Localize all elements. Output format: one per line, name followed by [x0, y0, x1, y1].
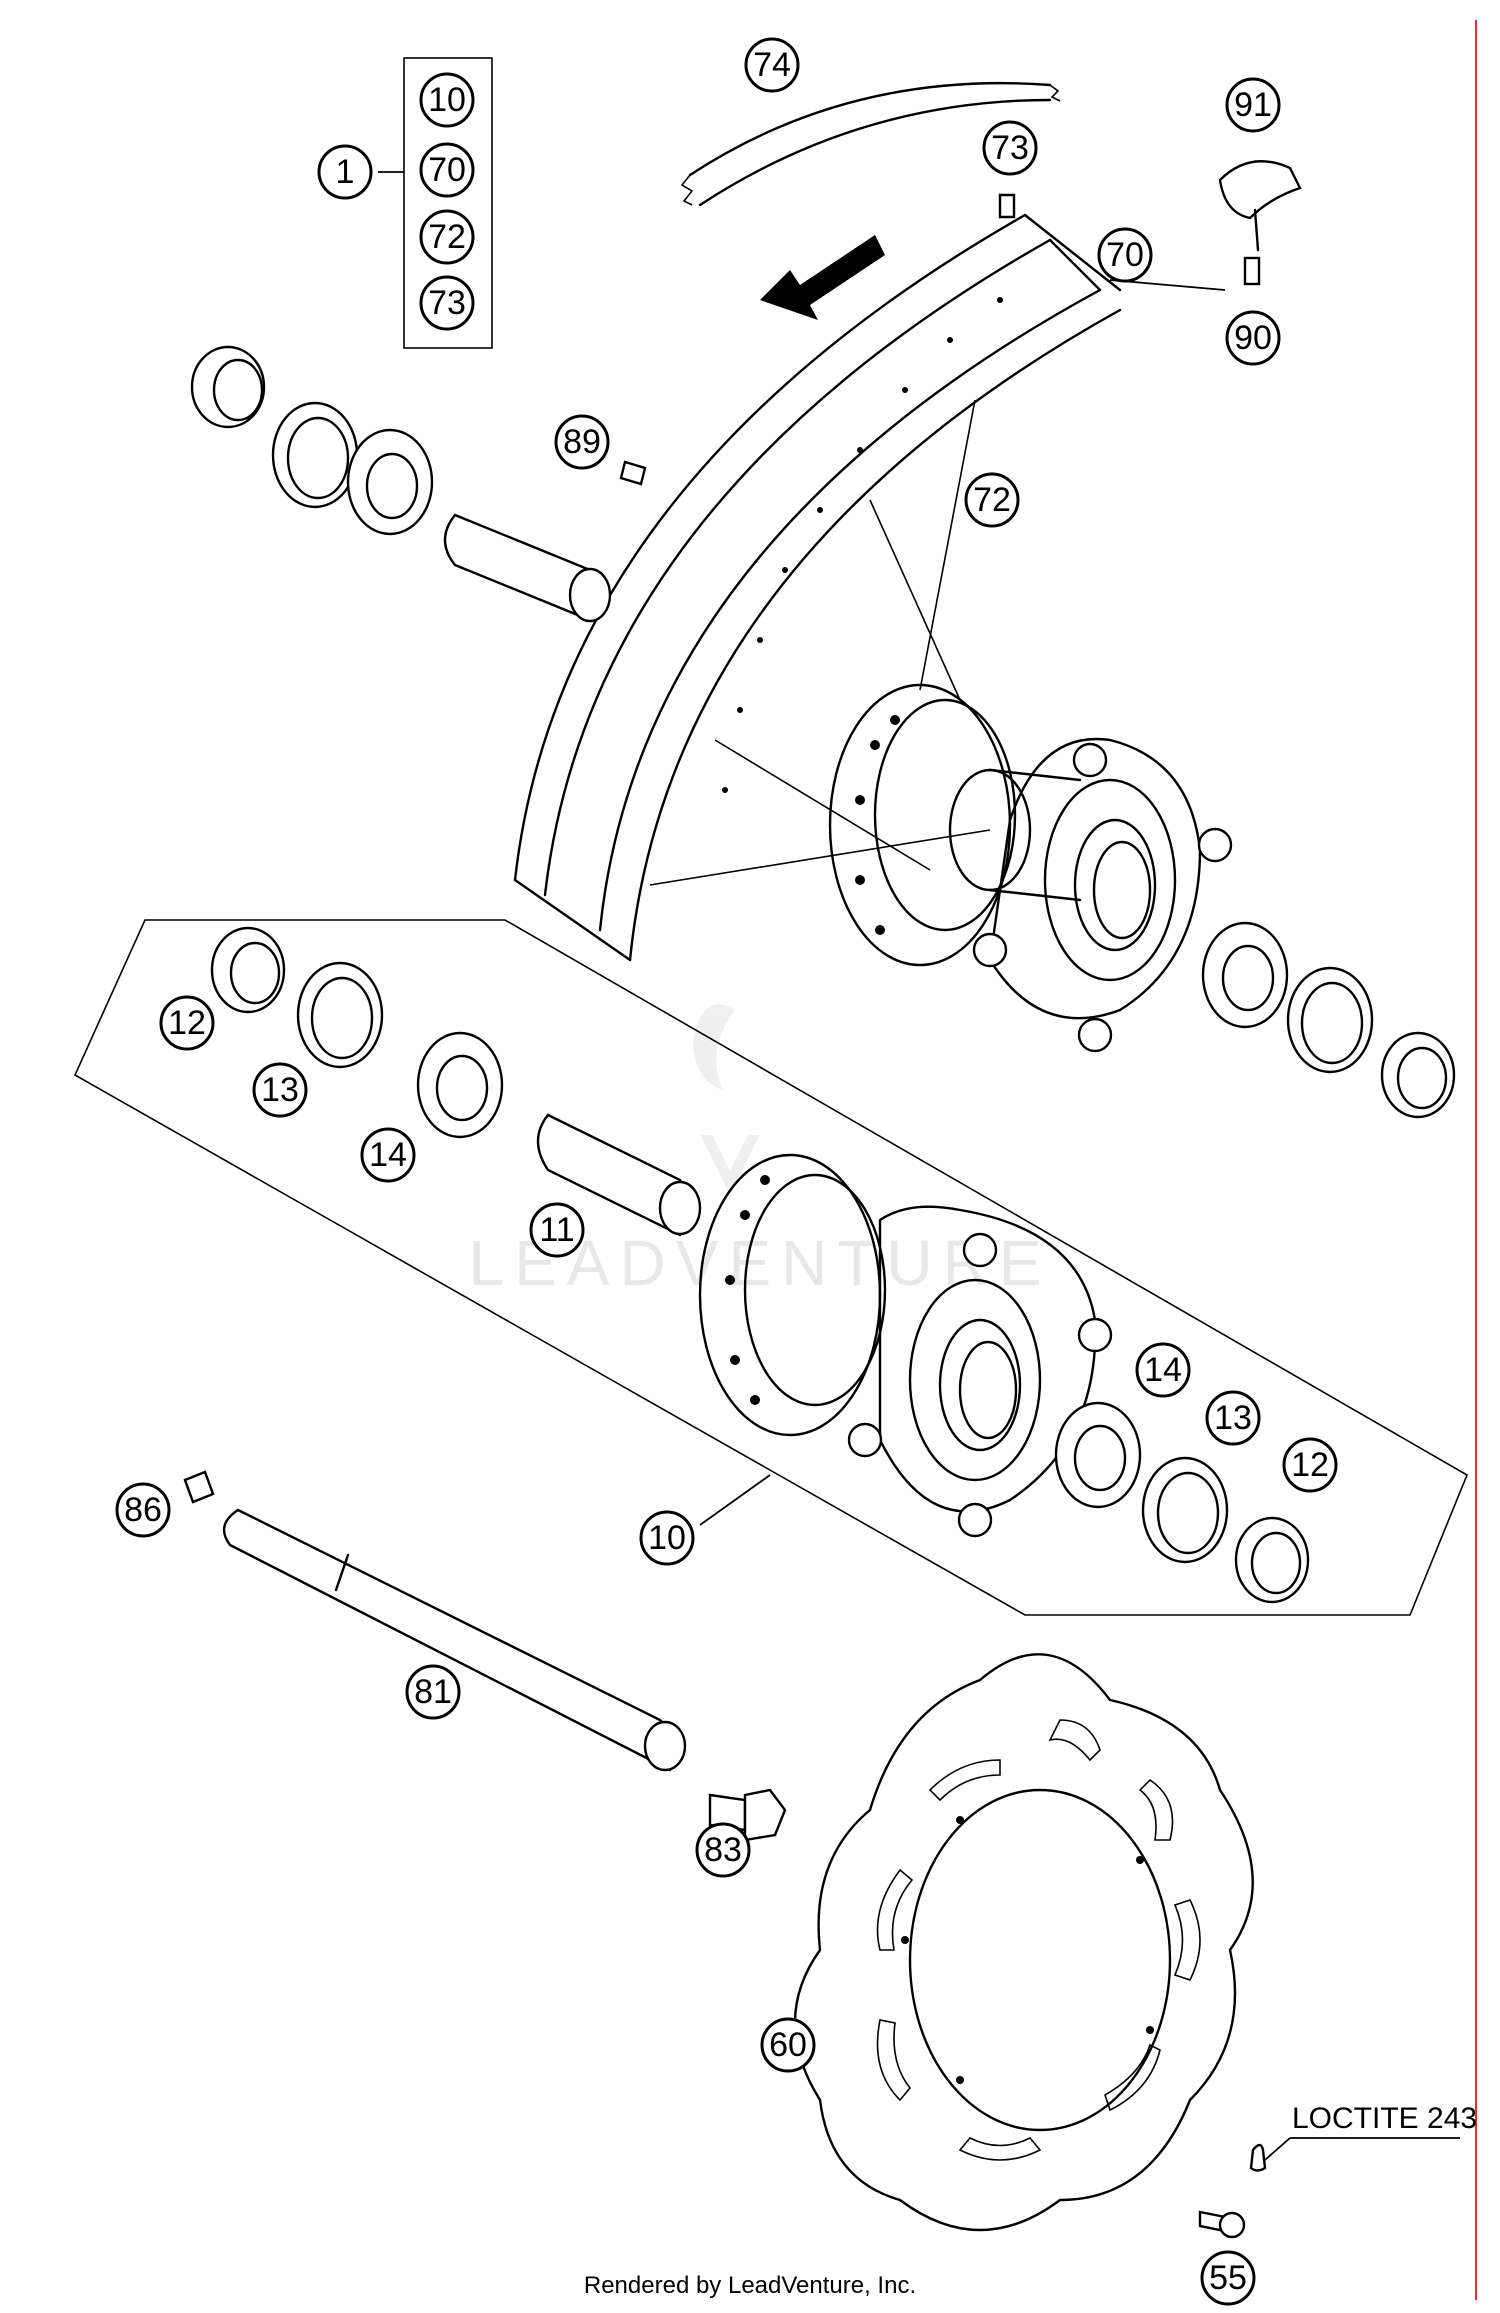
- callout-10[interactable]: 10: [639, 1510, 695, 1566]
- spokes: [649, 399, 991, 886]
- callout-kit-73[interactable]: 73: [419, 275, 475, 331]
- svg-text:12: 12: [1291, 1446, 1329, 1484]
- svg-text:13: 13: [1214, 1399, 1252, 1437]
- upper-right-bearings: [1201, 921, 1456, 1119]
- lower-right-bearings: [1054, 1401, 1310, 1604]
- callout-81[interactable]: 81: [405, 1664, 461, 1720]
- svg-text:74: 74: [753, 46, 791, 84]
- svg-text:90: 90: [1234, 319, 1272, 357]
- svg-text:72: 72: [428, 218, 466, 256]
- svg-text:70: 70: [1106, 236, 1144, 274]
- brake-disc-60: [793, 1653, 1254, 2232]
- callout-13-right[interactable]: 13: [1205, 1390, 1261, 1446]
- svg-text:73: 73: [991, 129, 1029, 167]
- loctite-label: LOCTITE 243: [1292, 2102, 1477, 2135]
- callout-70[interactable]: 70: [1097, 227, 1153, 283]
- callout-89[interactable]: 89: [554, 414, 610, 470]
- valve-89: [619, 460, 647, 486]
- callout-kit-70[interactable]: 70: [419, 142, 475, 198]
- tire-segment: [680, 82, 1061, 207]
- upper-hub: [828, 683, 1233, 1053]
- svg-text:12: 12: [168, 1004, 206, 1042]
- upper-left-bearings: [190, 345, 612, 623]
- callout-kit-10[interactable]: 10: [419, 72, 475, 128]
- svg-text:83: 83: [704, 1831, 742, 1869]
- callout-91[interactable]: 91: [1225, 77, 1281, 133]
- callout-12-right[interactable]: 12: [1282, 1437, 1338, 1493]
- svg-text:14: 14: [369, 1136, 407, 1174]
- axle-81: [183, 1470, 687, 1772]
- callout-1[interactable]: 1: [317, 144, 373, 200]
- loctite-note: LOCTITE 243: [1264, 2102, 1477, 2161]
- callout-14-right[interactable]: 14: [1135, 1342, 1191, 1398]
- svg-text:55: 55: [1209, 2259, 1247, 2297]
- rotation-arrow: [760, 235, 885, 320]
- callout-83[interactable]: 83: [695, 1822, 751, 1878]
- svg-text:13: 13: [261, 1071, 299, 1109]
- svg-text:1: 1: [336, 153, 355, 191]
- svg-text:70: 70: [428, 151, 466, 189]
- callout-73[interactable]: 73: [982, 120, 1038, 176]
- hub-group-box: [73, 919, 1469, 1616]
- rim-lock-91-90: [1218, 160, 1302, 286]
- callout-86[interactable]: 86: [115, 1482, 171, 1538]
- svg-text:60: 60: [769, 2026, 807, 2064]
- callout-11[interactable]: 11: [529, 1202, 585, 1258]
- svg-text:89: 89: [563, 423, 601, 461]
- kit-box: [403, 57, 493, 349]
- callout-90[interactable]: 90: [1225, 310, 1281, 366]
- svg-text:10: 10: [648, 1519, 686, 1557]
- svg-text:73: 73: [428, 284, 466, 322]
- svg-text:81: 81: [414, 1673, 452, 1711]
- disc-screw-55: [1198, 2143, 1267, 2239]
- svg-text:10: 10: [428, 81, 466, 119]
- callout-55[interactable]: 55: [1200, 2250, 1256, 2306]
- callout-60[interactable]: 60: [760, 2017, 816, 2073]
- callout-12-left[interactable]: 12: [159, 995, 215, 1051]
- svg-text:86: 86: [124, 1491, 162, 1529]
- callout-72[interactable]: 72: [964, 472, 1020, 528]
- footer-credit: Rendered by LeadVenture, Inc.: [583, 2272, 917, 2299]
- callout-13-left[interactable]: 13: [252, 1062, 308, 1118]
- lower-hub: [698, 1153, 1113, 1538]
- axle-bolt-83: [708, 1788, 787, 1842]
- callout-14-left[interactable]: 14: [360, 1127, 416, 1183]
- lower-left-bearings: [210, 926, 702, 1237]
- svg-text:11: 11: [539, 1211, 574, 1249]
- rim: [513, 213, 1122, 962]
- svg-text:72: 72: [973, 481, 1011, 519]
- svg-text:14: 14: [1144, 1351, 1182, 1389]
- callout-kit-72[interactable]: 72: [419, 209, 475, 265]
- valve-cap-73: [998, 193, 1016, 219]
- svg-text:91: 91: [1234, 86, 1272, 124]
- callout-74[interactable]: 74: [744, 37, 800, 93]
